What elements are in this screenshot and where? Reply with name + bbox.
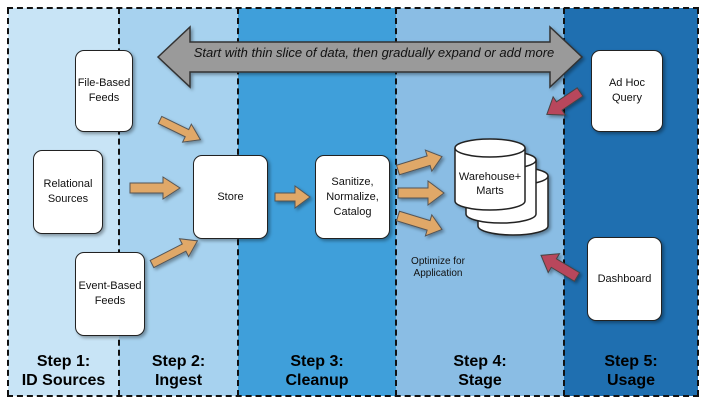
step-2-label: Step 2: Ingest (151, 353, 206, 389)
arrow-adhoc-to-warehouse (546, 87, 584, 116)
sanitize-normalize-catalog-node: Sanitize, Normalize, Catalog (315, 155, 390, 239)
step-3-label: Step 3: Cleanup (285, 353, 349, 389)
arrow-dashboard-to-warehouse (540, 253, 581, 282)
banner-double-arrow (156, 25, 584, 89)
arrow-cleanup-to-warehouse-middle (397, 180, 445, 206)
frame-top (7, 7, 699, 9)
banner-caption: Start with thin slice of data, then grad… (193, 45, 555, 60)
arrow-store-to-cleanup (274, 185, 311, 209)
lane-separator (118, 8, 120, 396)
step-1-label: Step 1: ID Sources (21, 353, 106, 389)
step-5-label: Step 5: Usage (604, 353, 658, 389)
arrow-cleanup-to-warehouse-lower (395, 210, 443, 237)
event-based-feeds-node: Event-Based Feeds (75, 252, 145, 336)
lane-separator (395, 8, 397, 396)
ad-hoc-query-node: Ad Hoc Query (591, 50, 663, 132)
warehouse-marts-label: Warehouse+ Marts (458, 171, 522, 197)
lane-separator (563, 8, 565, 396)
dashboard-node: Dashboard (587, 237, 662, 321)
store-node: Store (193, 155, 268, 239)
lane-separator (697, 8, 699, 396)
lane-separator (7, 8, 9, 396)
step-4-label: Step 4: Stage (453, 353, 507, 389)
arrow-cleanup-to-warehouse-upper (395, 149, 443, 176)
relational-sources-node: Relational Sources (33, 150, 103, 234)
frame-bottom (7, 395, 699, 397)
warehouse-cylinder-stack (454, 138, 549, 236)
file-based-feeds-node: File-Based Feeds (75, 50, 133, 132)
arrow-file-to-store (157, 115, 202, 143)
arrow-relational-to-store (129, 176, 181, 200)
optimize-for-application-note: Optimize for Application (411, 256, 465, 279)
arrow-event-to-store (149, 238, 199, 269)
